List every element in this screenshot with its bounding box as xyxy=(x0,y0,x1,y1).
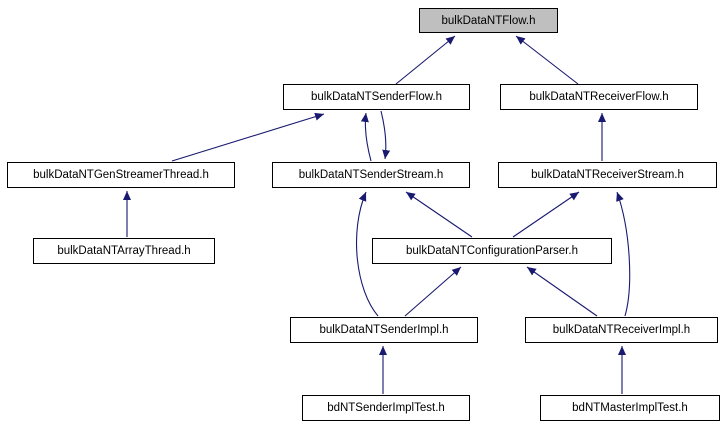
graph-node-bdNTMasterImplTest[interactable]: bdNTMasterImplTest.h xyxy=(540,395,720,421)
edge-senderStream-to-senderFlow xyxy=(360,112,372,162)
edge-receiverImpl-to-configParser xyxy=(526,266,598,317)
edge-senderFlow-to-senderStream xyxy=(380,110,391,160)
edge-receiverImpl-to-receiverStream xyxy=(616,191,631,317)
graph-node-bulkDataNTConfigurationParser[interactable]: bulkDataNTConfigurationParser.h xyxy=(372,238,612,264)
graph-node-bulkDataNTReceiverFlow[interactable]: bulkDataNTReceiverFlow.h xyxy=(500,84,698,110)
edge-senderImpl-to-senderStream xyxy=(356,191,379,317)
edge-senderFlow-to-flow xyxy=(395,35,456,85)
graph-node-bulkDataNTReceiverStream[interactable]: bulkDataNTReceiverStream.h xyxy=(498,162,717,188)
edge-configParser-to-senderStream xyxy=(405,191,473,238)
graph-node-bulkDataNTGenStreamerThread[interactable]: bulkDataNTGenStreamerThread.h xyxy=(7,162,235,188)
edge-receiverFlow-to-flow xyxy=(515,35,579,85)
edge-senderImpl-to-configParser xyxy=(404,266,462,317)
edge-configParser-to-receiverStream xyxy=(512,191,580,238)
graph-node-bulkDataNTSenderFlow[interactable]: bulkDataNTSenderFlow.h xyxy=(283,84,470,110)
edge-genStreamer-to-senderFlow xyxy=(171,112,325,162)
graph-node-bulkDataNTSenderImpl[interactable]: bulkDataNTSenderImpl.h xyxy=(290,317,478,343)
graph-node-bulkDataNTReceiverImpl[interactable]: bulkDataNTReceiverImpl.h xyxy=(525,317,718,343)
graph-node-bulkDataNTFlow[interactable]: bulkDataNTFlow.h xyxy=(419,8,558,33)
graph-node-bdNTSenderImplTest[interactable]: bdNTSenderImplTest.h xyxy=(302,395,470,421)
graph-node-bulkDataNTSenderStream[interactable]: bulkDataNTSenderStream.h xyxy=(272,162,470,188)
graph-node-bulkDataNTArrayThread[interactable]: bulkDataNTArrayThread.h xyxy=(33,238,215,264)
